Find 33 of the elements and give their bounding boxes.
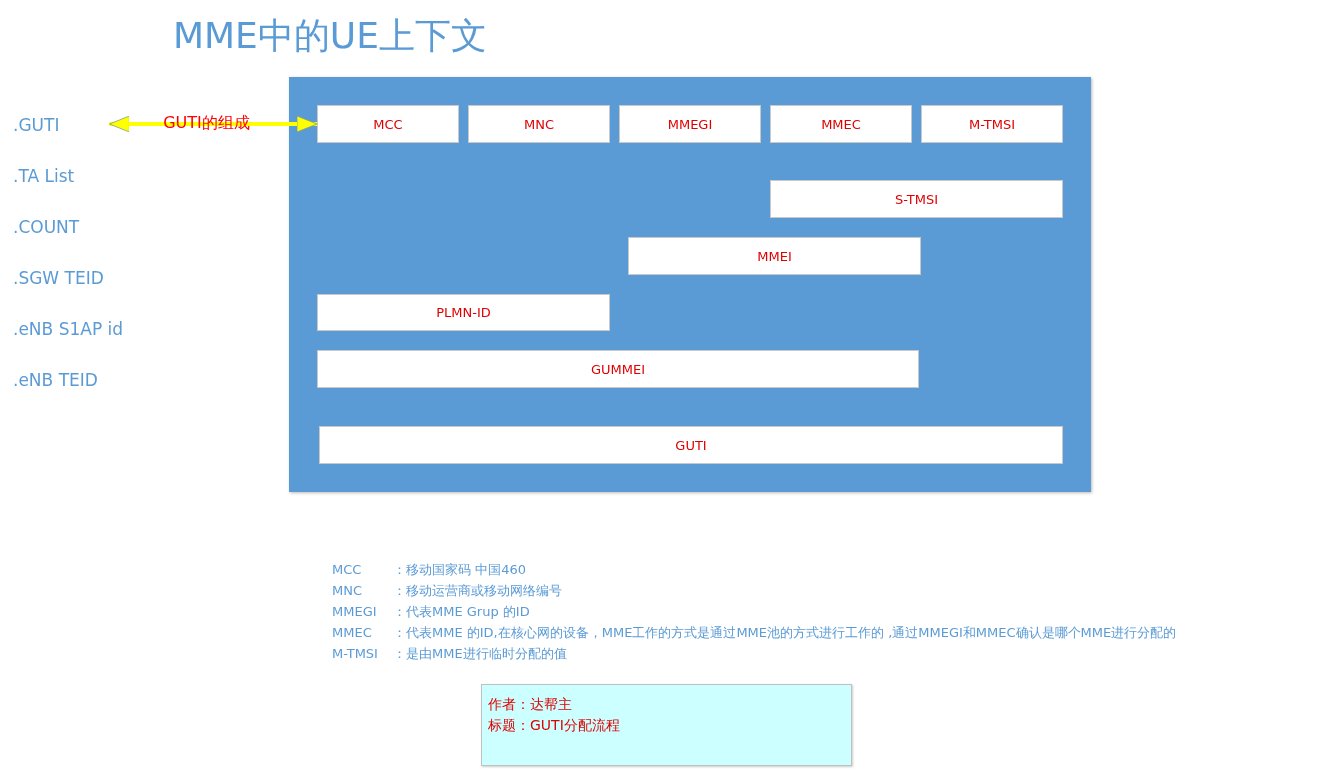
panel-background [289, 77, 1091, 492]
diagram-title: MME中的UE上下文 [173, 14, 487, 58]
definition-text: ：代表MME Grup 的ID [393, 603, 530, 621]
field-box: GUTI [319, 426, 1063, 464]
definition-text: ：移动国家码 中国460 [393, 561, 526, 579]
field-box: PLMN-ID [317, 294, 610, 331]
definition-text: ：是由MME进行临时分配的值 [393, 645, 567, 663]
edge-label: GUTI的组成 [163, 113, 250, 133]
field-box: GUMMEI [317, 350, 919, 388]
term-label: MMEC [332, 624, 372, 642]
field-box: M-TMSI [921, 105, 1063, 143]
double-arrow [109, 115, 318, 133]
definition-text: ：移动运营商或移动网络编号 [393, 582, 562, 600]
note-text: 作者：达帮主 [488, 695, 572, 714]
list-item: .GUTI [13, 115, 60, 135]
term-label: MNC [332, 582, 363, 600]
field-box: MMEI [628, 237, 921, 275]
term-label: MCC [332, 561, 362, 579]
field-box: MNC [468, 105, 610, 143]
note-box [481, 684, 852, 766]
list-item: .TA List [13, 166, 75, 186]
field-box: MMEGI [619, 105, 761, 143]
list-item: .eNB TEID [13, 370, 98, 390]
list-item: .eNB S1AP id [13, 319, 124, 339]
term-label: M-TMSI [332, 645, 378, 663]
term-label: MMEGI [332, 603, 377, 621]
definition-text: ：代表MME 的ID,在核心网的设备，MME工作的方式是通过MME池的方式进行工作的 ,通过MMEGI和MMEC确认是哪个MME进行分配的 [393, 624, 1177, 642]
list-item: .COUNT [13, 217, 80, 237]
field-box: MCC [317, 105, 459, 143]
list-item: .SGW TEID [13, 268, 104, 288]
note-text: 标题：GUTI分配流程 [488, 716, 620, 735]
field-box: S-TMSI [770, 180, 1063, 218]
field-box: MMEC [770, 105, 912, 143]
